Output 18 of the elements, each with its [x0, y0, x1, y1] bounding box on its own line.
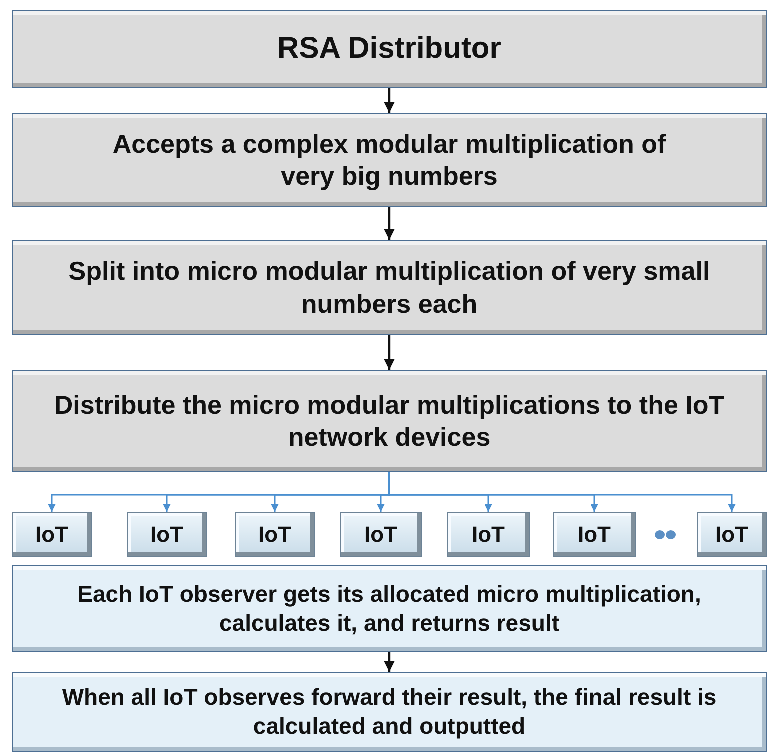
process-box: Accepts a complex modular multiplication of very big numbers — [12, 113, 767, 207]
arrow — [388, 472, 736, 512]
device-box: IoT — [235, 512, 315, 557]
arrow — [384, 88, 395, 113]
result-box: Each IoT observer gets its allocated micro multiplication, calculates it, and returns result — [12, 565, 767, 652]
arrow — [384, 207, 395, 240]
arrow — [384, 335, 395, 370]
result-box: When all IoT observes forward their result, the final result is calculated and outputted — [12, 672, 767, 752]
process-box: RSA Distributor — [12, 10, 767, 88]
device-box: IoT — [697, 512, 767, 557]
process-box: Distribute the micro modular multiplications to the IoT network devices — [12, 370, 767, 472]
device-box: IoT — [447, 512, 530, 557]
process-box: Split into micro modular multiplication of very small numbers each — [12, 240, 767, 335]
device-box: IoT — [127, 512, 207, 557]
arrow — [384, 652, 395, 672]
device-box: IoT — [553, 512, 636, 557]
device-box: IoT — [12, 512, 92, 557]
device-box: IoT — [340, 512, 422, 557]
